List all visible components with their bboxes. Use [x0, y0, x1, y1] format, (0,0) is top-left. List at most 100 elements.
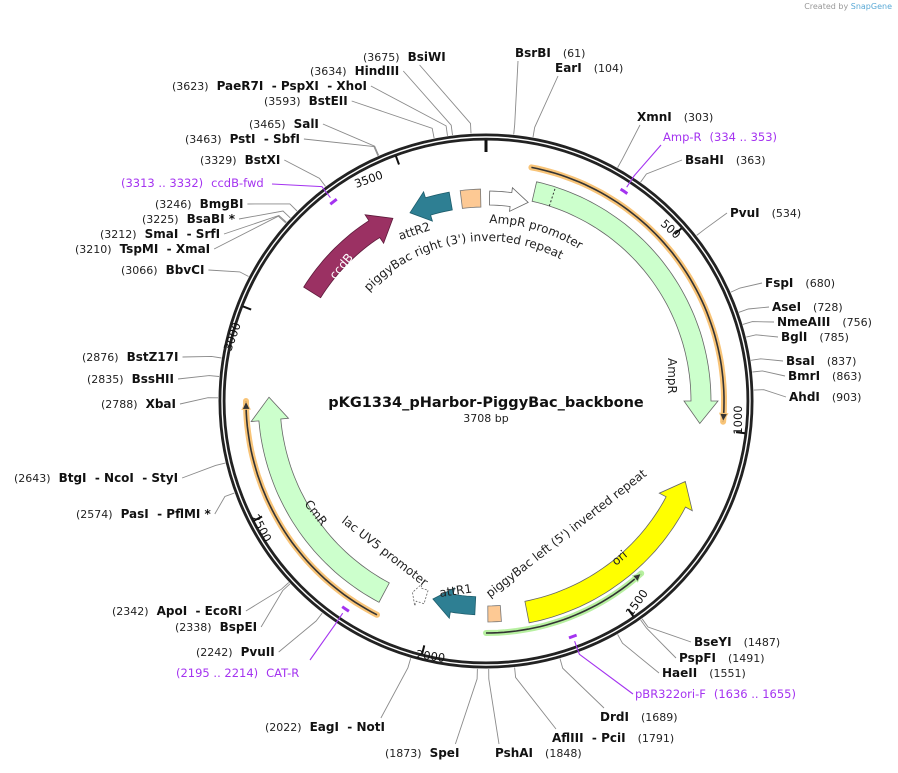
lac-uv5-promoter-feature[interactable] [412, 583, 429, 606]
primer-mark[interactable] [619, 187, 629, 195]
site-label[interactable]: (3066)BbvCI [121, 263, 204, 277]
site-label[interactable]: BseYI(1487) [694, 635, 780, 649]
enzyme-name: PvuII [241, 645, 275, 659]
site-leader-line [746, 334, 779, 338]
cmr-feature[interactable] [250, 396, 390, 603]
primer-mark[interactable] [568, 633, 578, 640]
site-leader-line [513, 60, 519, 135]
enzyme-name: BssHII [132, 372, 174, 386]
site-label[interactable]: BmrI(863) [788, 369, 862, 383]
enzyme-name: PvuI [730, 206, 760, 220]
site-label[interactable]: AseI(728) [772, 300, 843, 314]
site-label[interactable]: PvuI(534) [730, 206, 801, 220]
site-label[interactable]: (1873)SpeI [385, 746, 459, 760]
site-label[interactable]: PspFI(1491) [679, 651, 765, 665]
site-label[interactable]: (3623)PaeR7I - PspXI - XhoI [172, 79, 367, 93]
site-leader-line [617, 634, 660, 674]
site-leader-line [559, 658, 605, 709]
site-label[interactable]: FspI(680) [765, 276, 835, 290]
primer-mark[interactable] [341, 605, 350, 613]
site-label[interactable]: (3634)HindIII [310, 64, 399, 78]
site-leader-line [380, 658, 412, 719]
site-label[interactable]: BsrBI (61) [515, 46, 585, 60]
enzyme-position: (680) [805, 277, 835, 290]
enzyme-position: (61) [563, 47, 586, 60]
enzyme-name: AhdI [789, 390, 820, 404]
enzyme-position: (3212) [100, 228, 137, 241]
ampr-promoter-feature[interactable] [488, 186, 529, 212]
site-label[interactable]: (3593)BstEII [264, 94, 348, 108]
site-label[interactable]: EarI(104) [555, 61, 623, 75]
credit-prefix: Created by [804, 2, 849, 11]
site-label[interactable]: (2022)EagI - NotI [265, 720, 385, 734]
site-leader-line [213, 215, 287, 250]
enzyme-name: BspEI [220, 620, 258, 634]
ori-direction-line[interactable] [483, 570, 645, 636]
site-label[interactable]: PshAI(1848) [495, 746, 582, 760]
primer-label-amp-r[interactable]: Amp-R(334 .. 353) [663, 130, 777, 144]
enzyme-name: PasI - PflMI * [121, 507, 212, 521]
site-leader-line [488, 668, 500, 745]
site-label[interactable]: (2876)BstZ17I [82, 350, 178, 364]
ccdb-feature[interactable] [303, 214, 394, 299]
primer-label-cat-r[interactable]: (2195 .. 2214)CAT-R [176, 666, 299, 680]
enzyme-position: (3066) [121, 264, 158, 277]
site-label[interactable]: (3329)BstXI [200, 153, 280, 167]
site-label[interactable]: (2788)XbaI [101, 397, 176, 411]
backbone-circle [218, 133, 754, 669]
site-label[interactable]: (2242) PvuII [196, 645, 275, 659]
site-label[interactable]: (2835)BssHII [87, 372, 174, 386]
enzyme-name: DrdI [600, 710, 629, 724]
site-leader-line [247, 203, 298, 212]
site-label[interactable]: DrdI(1689) [600, 710, 678, 724]
cmr-orf-line[interactable] [241, 398, 380, 618]
site-leader-line [177, 375, 220, 380]
primer-mark[interactable] [329, 198, 338, 206]
site-label[interactable]: (3210)TspMI - XmaI [75, 242, 210, 256]
site-label[interactable]: HaeII(1551) [662, 666, 746, 680]
enzyme-position: (3329) [200, 154, 237, 167]
site-label[interactable]: (3465)SalI [249, 117, 319, 131]
ori-feature[interactable] [524, 480, 693, 624]
enzyme-position: (3210) [75, 243, 112, 256]
primer-leader-line [309, 612, 344, 661]
piggybac-right-feature[interactable] [459, 188, 482, 209]
primer-label-ccdb-fwd[interactable]: (3313 .. 3332)ccdB-fwd [121, 176, 264, 190]
site-label[interactable]: XmnI(303) [637, 110, 713, 124]
site-label[interactable]: (3675)BsiWI [363, 50, 446, 64]
enzyme-name: BsaI [786, 354, 815, 368]
site-label[interactable]: (3212)SmaI - SrfI [100, 227, 220, 241]
primer-label-pbr322ori-f[interactable]: pBR322ori-F(1636 .. 1655) [635, 687, 796, 701]
enzyme-name: BsrBI [515, 46, 551, 60]
site-label[interactable]: BsaI(837) [786, 354, 856, 368]
attR2-feature[interactable] [409, 190, 453, 222]
site-label[interactable]: (3225)BsaBI * [142, 212, 236, 226]
ampr-feature[interactable] [531, 181, 719, 425]
enzyme-name: ApoI - EcoRI [157, 604, 242, 618]
site-leader-line [245, 582, 290, 612]
attR1-feature[interactable] [432, 587, 477, 620]
enzyme-position: (2242) [196, 646, 233, 659]
site-label[interactable]: AflIII - PciI(1791) [552, 731, 674, 745]
enzyme-position: (303) [684, 111, 714, 124]
ampr-orf-line[interactable] [528, 164, 729, 425]
site-leader-line [214, 492, 235, 515]
site-label[interactable]: (3463)PstI - SbfI [185, 132, 300, 146]
site-label[interactable]: (2342)ApoI - EcoRI [112, 604, 242, 618]
enzyme-position: (3225) [142, 213, 179, 226]
piggybac-left-label: piggyBac left (5') inverted repeat [483, 466, 649, 600]
enzyme-name: BsaHI [685, 153, 724, 167]
site-label[interactable]: (2574)PasI - PflMI * [76, 507, 212, 521]
primer-range: (1636 .. 1655) [714, 687, 796, 701]
site-label[interactable]: (3246)BmgBI [155, 197, 243, 211]
site-label[interactable]: BsaHI(363) [685, 153, 766, 167]
site-label[interactable]: BglI(785) [781, 330, 849, 344]
site-label[interactable]: (2643)BtgI - NcoI - StyI [14, 471, 178, 485]
site-label[interactable]: NmeAIII(756) [777, 315, 872, 329]
piggybac-right-label-text: piggyBac right (3') inverted repeat [361, 230, 566, 294]
piggybac-left-feature[interactable] [487, 605, 502, 623]
site-leader-line [617, 124, 641, 168]
site-label[interactable]: (2338)BspEI [175, 620, 257, 634]
site-leader-line [181, 462, 226, 479]
site-label[interactable]: AhdI(903) [789, 390, 861, 404]
